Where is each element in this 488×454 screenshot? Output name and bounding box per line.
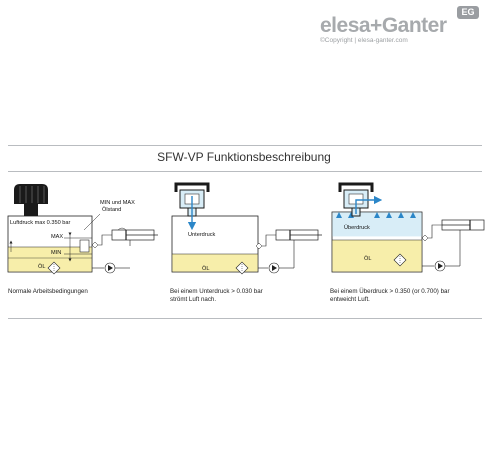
- panel-normal-diagram: [7, 184, 158, 275]
- oil-label: ÖL: [202, 266, 210, 272]
- panel-1-caption: Normale Arbeitsbedingungen: [8, 288, 158, 296]
- brand-copyright: ©Copyright | elesa-ganter.com: [320, 37, 408, 44]
- brand-name: elesa+Ganter: [320, 14, 447, 37]
- panel-vacuum-diagram: [171, 182, 322, 275]
- check-valve-icon: [421, 234, 429, 242]
- panel-overpressure-diagram: [331, 182, 485, 273]
- check-valve-icon: [91, 241, 99, 249]
- air-outflow-arrow: [355, 195, 383, 214]
- panel-1-caption-line-1: Normale Arbeitsbedingungen: [8, 288, 88, 295]
- cylinder-icon: [111, 227, 158, 241]
- check-valve-icon: [255, 242, 263, 250]
- title-divider: [8, 171, 482, 172]
- oil-label: ÖL: [364, 256, 372, 262]
- panel-3-caption-line-1: Bei einem Überdruck > 0.350 (or 0.700) b…: [330, 288, 450, 295]
- top-divider: [8, 145, 482, 146]
- pressure-label: Luftdruck max 0.350 bar: [10, 220, 71, 226]
- sight-glass-leader: [83, 213, 101, 231]
- panel-2-caption-line-2: strömt Luft nach.: [170, 296, 217, 303]
- page-title: SFW-VP Funktionsbeschreibung: [157, 150, 331, 164]
- sight-glass-icon: [79, 239, 90, 253]
- overpressure-label: Überdruck: [344, 225, 370, 231]
- cylinder-icon: [275, 229, 322, 241]
- panel-2-caption: Bei einem Unterdruck > 0.030 bar strömt …: [170, 288, 320, 304]
- brand-logo: elesa+Ganter EG ©Copyright | elesa-gante…: [320, 6, 480, 58]
- bottom-divider: [8, 318, 482, 319]
- oil-fill: [172, 254, 258, 272]
- panel-3-caption-line-2: entweicht Luft.: [330, 296, 370, 303]
- min-label: MIN: [51, 250, 62, 256]
- level-note-line-2: Ölstand: [102, 207, 122, 213]
- oil-fill: [332, 240, 422, 272]
- oil-label: ÖL: [38, 264, 46, 270]
- panel-2-caption-line-1: Bei einem Unterdruck > 0.030 bar: [170, 288, 263, 295]
- brand-badge: EG: [457, 6, 479, 19]
- vacuum-label: Unterdruck: [188, 232, 216, 238]
- cylinder-icon: [441, 219, 485, 231]
- panel-3-caption: Bei einem Überdruck > 0.350 (or 0.700) b…: [330, 288, 484, 304]
- max-label: MAX: [51, 234, 64, 240]
- breather-cap-icon: [14, 184, 48, 216]
- level-note-line-1: MIN und MAX: [100, 200, 135, 206]
